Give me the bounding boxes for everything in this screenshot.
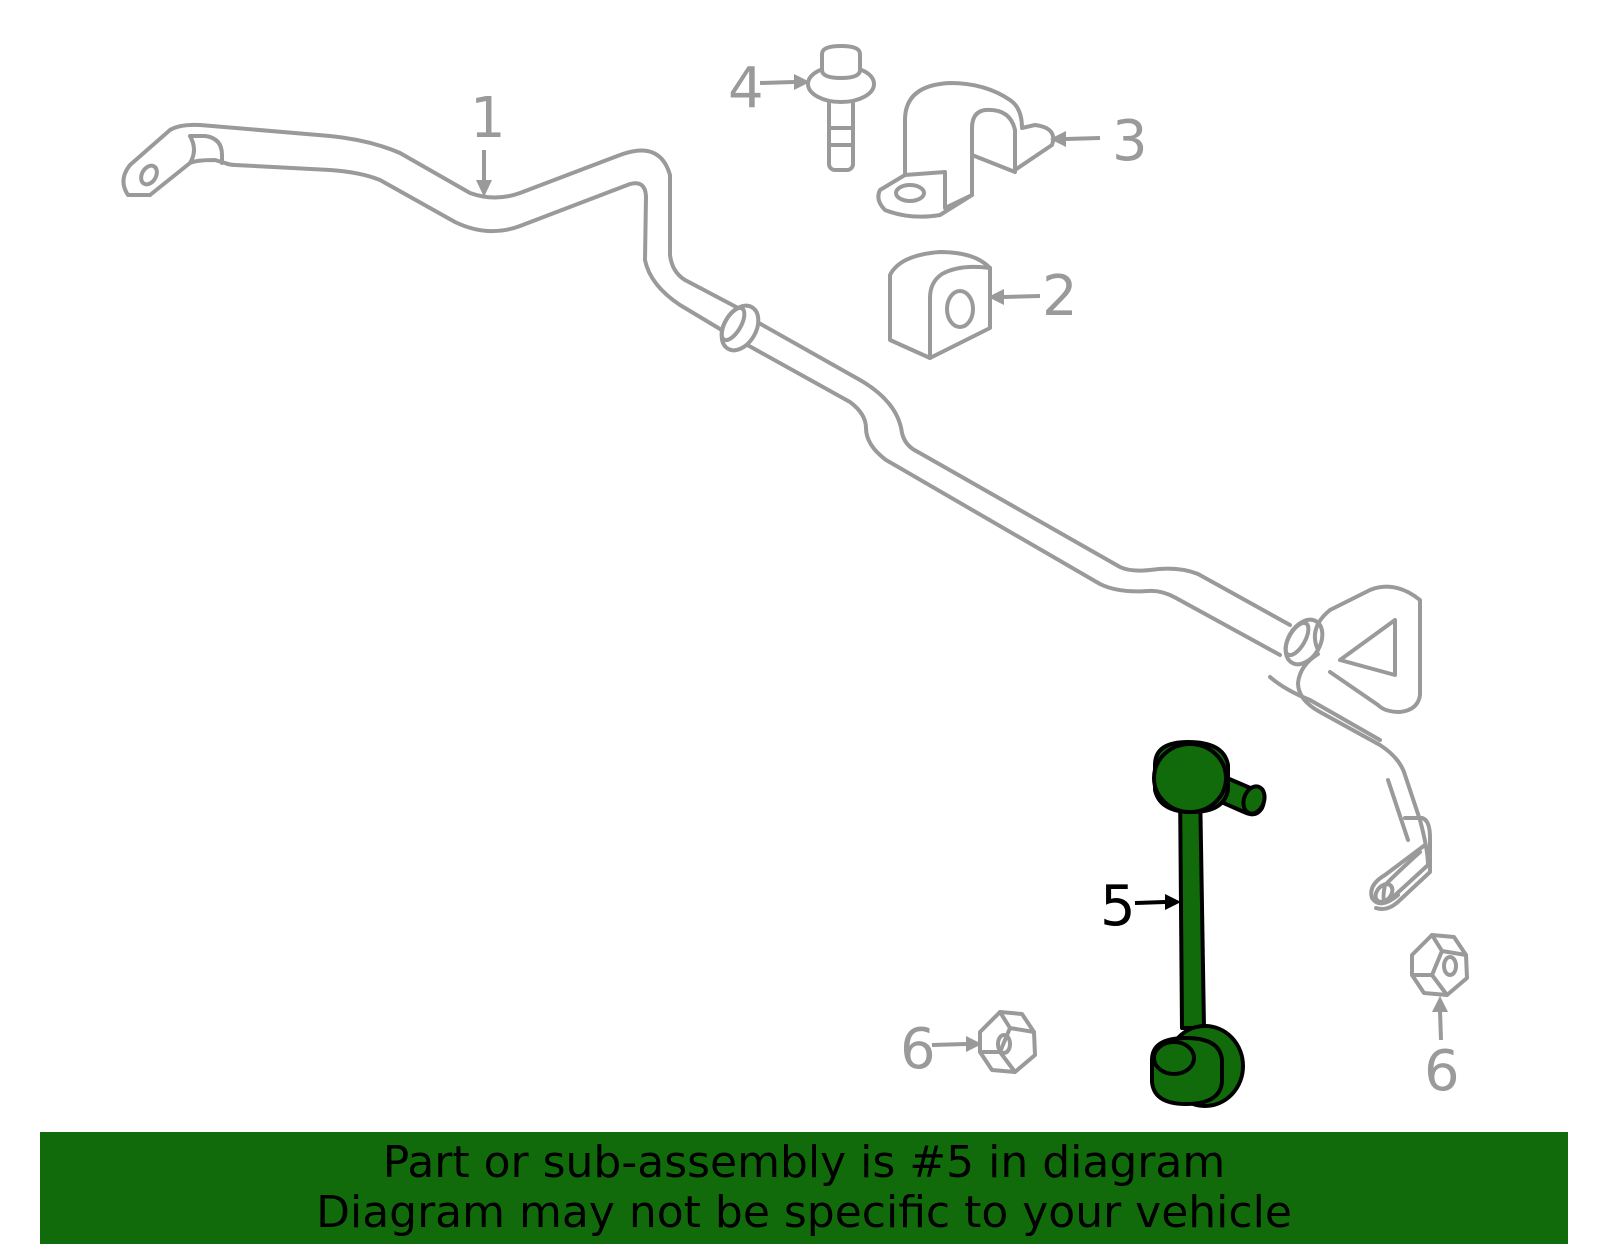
callout-3: 3 <box>1112 109 1148 174</box>
callout-1: 1 <box>470 86 506 151</box>
nut-left <box>978 1010 1037 1074</box>
stabilizer-bracket <box>876 81 1056 219</box>
banner-line-2: Diagram may not be specific to your vehi… <box>316 1187 1292 1238</box>
callout-4: 4 <box>728 56 764 121</box>
stabilizer-bushing <box>888 250 992 360</box>
callout-6-left: 6 <box>900 1017 936 1082</box>
callout-5: 5 <box>1100 874 1136 939</box>
stabilizer-bar <box>121 122 1432 911</box>
callout-2: 2 <box>1042 264 1078 329</box>
bracket-bolt <box>806 44 876 172</box>
callout-arrows <box>476 74 1448 1052</box>
banner-line-1: Part or sub-assembly is #5 in diagram <box>382 1137 1226 1188</box>
nut-right <box>1410 933 1469 997</box>
callout-6-right: 6 <box>1424 1039 1460 1104</box>
info-banner: Part or sub-assembly is #5 in diagram Di… <box>40 1132 1568 1244</box>
stabilizer-link <box>1150 740 1267 1108</box>
